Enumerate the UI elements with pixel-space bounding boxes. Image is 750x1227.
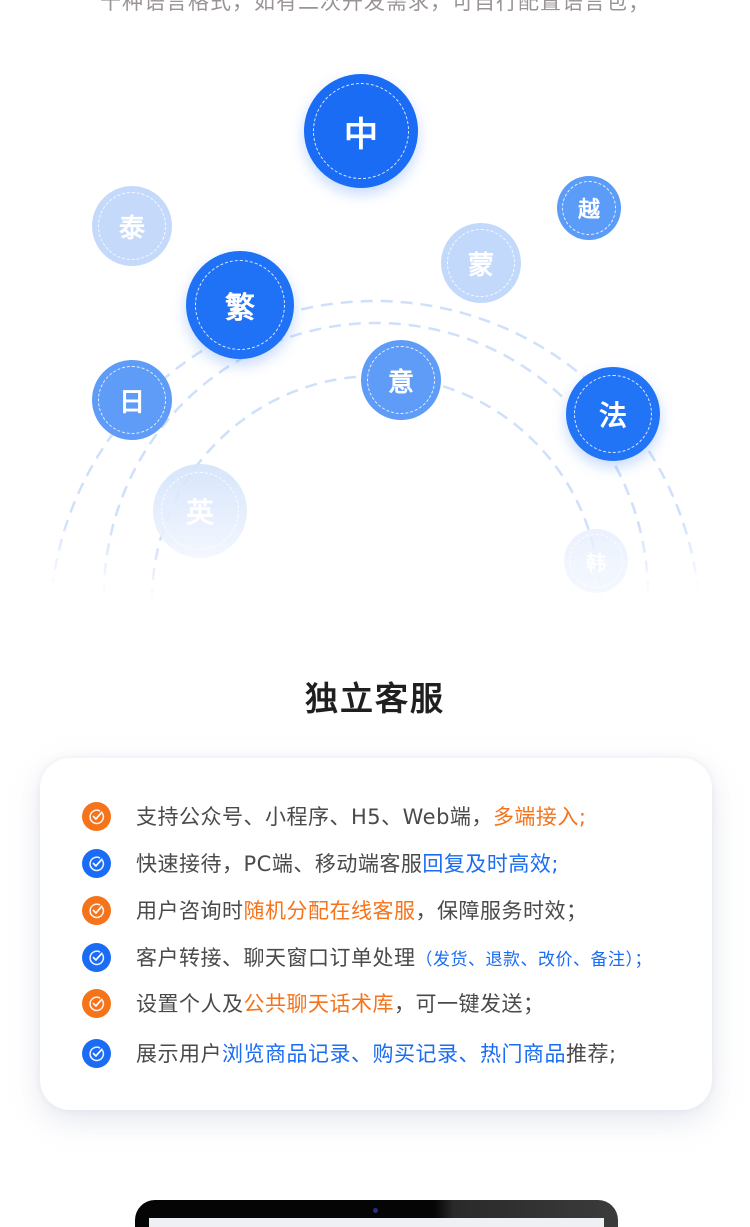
feature-text: 用户咨询时随机分配在线客服，保障服务时效； [136,895,588,925]
language-label: 繁 [225,291,255,326]
dashed-ring [574,375,652,453]
language-label: 中 [344,114,378,155]
feature-text-segment: 快速接待，PC端、移动端客服 [136,852,423,876]
feature-text-segment: 随机分配在线客服 [243,899,416,923]
dashed-ring [313,83,409,179]
language-bubble-thai: 泰 [92,186,172,266]
feature-text-segment: 回复及时高效; [422,852,559,876]
dashed-ring [98,366,166,434]
feature-text: 展示用户浏览商品记录、购买记录、热门商品推荐; [136,1038,617,1068]
dashed-ring [195,260,285,350]
feature-text-segment: 用户咨询时 [136,899,244,923]
dashed-ring [569,534,623,588]
dashed-ring [367,346,435,414]
dashed-ring [562,181,616,235]
laptop-screen [149,1218,604,1227]
language-label: 蒙 [467,250,494,281]
language-diagram: 中泰 越蒙繁日 意法英韩 [0,40,750,620]
language-bubble-chinese-simplified: 中 [304,74,418,188]
feature-text: 快速接待，PC端、移动端客服回复及时高效; [136,848,559,878]
dashed-ring [447,229,515,297]
check-circle-icon [82,988,111,1018]
language-bubble-mongolian: 蒙 [441,223,521,303]
check-circle-icon [82,801,111,831]
section-title: 独立客服 [305,679,445,718]
feature-text-segment: ，可一键发送； [394,992,545,1016]
feature-text-segment: 设置个人及 [136,992,244,1016]
feature-text-segment: 支持公众号、小程序、H5、Web端， [136,805,493,829]
feature-text: 客户转接、聊天窗口订单处理（发货、退款、改价、备注）； [136,942,652,972]
language-label: 泰 [118,213,145,244]
language-bubble-italian: 意 [361,340,441,420]
feature-item: 客户转接、聊天窗口订单处理（发货、退款、改价、备注）； [82,942,652,972]
language-label: 法 [598,399,627,432]
language-bubble-korean: 韩 [564,529,628,593]
feature-text-segment: 浏览商品记录、购买记录、热门商品 [222,1042,566,1066]
feature-text-segment: 多端接入; [492,805,587,829]
feature-text: 支持公众号、小程序、H5、Web端，多端接入; [136,801,587,831]
language-label: 意 [387,367,414,398]
camera-icon [373,1208,378,1213]
check-circle-icon [82,848,111,878]
dashed-ring [161,472,239,550]
language-bubble-japanese: 日 [92,360,172,440]
laptop-mockup [135,1200,618,1227]
dashed-ring [98,192,166,260]
language-bubble-chinese-traditional: 繁 [186,251,294,359]
feature-item: 快速接待，PC端、移动端客服回复及时高效; [82,848,559,878]
feature-text-segment: 推荐; [566,1042,617,1066]
feature-item: 展示用户浏览商品记录、购买记录、热门商品推荐; [82,1038,617,1068]
feature-text: 设置个人及公共聊天话术库，可一键发送； [136,988,545,1018]
feature-text-segment: ，保障服务时效； [415,899,588,923]
feature-text-segment: （发货、退款、改价、备注）； [415,950,652,970]
language-label: 日 [118,387,145,418]
language-label: 英 [185,496,214,529]
language-bubble-vietnamese: 越 [557,176,621,240]
check-circle-icon [82,942,111,972]
language-label: 韩 [586,550,606,575]
feature-item: 支持公众号、小程序、H5、Web端，多端接入; [82,801,587,831]
intro-description: 十种语言格式，如有二次开发需求，可自行配置语言包； [100,0,650,14]
feature-item: 用户咨询时随机分配在线客服，保障服务时效； [82,895,588,925]
language-label: 越 [577,198,600,223]
language-bubble-english: 英 [153,464,247,558]
check-circle-icon [82,895,111,925]
check-circle-icon [82,1038,111,1068]
feature-card: 支持公众号、小程序、H5、Web端，多端接入; 快速接待，PC端、移动端客服回复及… [40,758,712,1110]
language-bubble-french: 法 [566,367,660,461]
feature-text-segment: 公共聊天话术库 [243,992,394,1016]
feature-text-segment: 展示用户 [136,1042,222,1066]
feature-item: 设置个人及公共聊天话术库，可一键发送； [82,988,545,1018]
feature-text-segment: 客户转接、聊天窗口订单处理 [136,946,416,970]
